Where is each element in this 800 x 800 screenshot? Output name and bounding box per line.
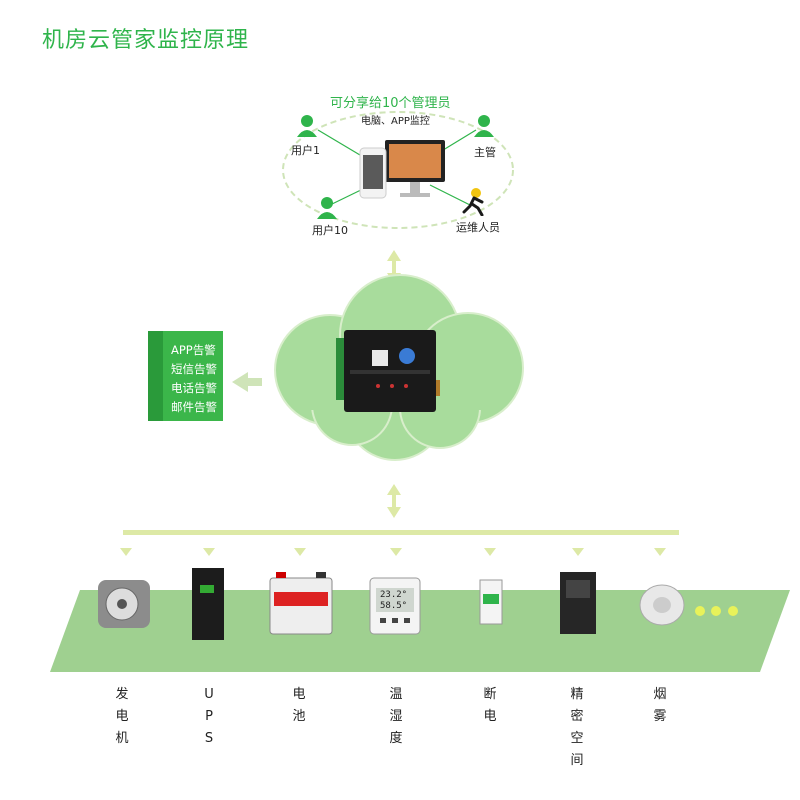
alert-sms: 短信告警 xyxy=(171,362,217,376)
battery-icon xyxy=(269,572,333,635)
phone-and-monitor-icon xyxy=(359,140,445,199)
thermo-hygrometer-icon xyxy=(369,577,421,635)
down-arrow-icons xyxy=(120,548,666,556)
device-label-generator: 发电机 xyxy=(115,687,129,746)
spoke-user10 xyxy=(329,187,366,206)
device-label-power-off: 断电 xyxy=(483,687,497,724)
double-arrow-bottom-icon xyxy=(387,484,401,518)
manager-label: 主管 xyxy=(474,146,496,159)
user1-label: 用户1 xyxy=(291,144,320,157)
dot-2-icon xyxy=(711,606,721,616)
user10-label: 用户10 xyxy=(312,224,348,237)
alert-phone: 电话告警 xyxy=(171,381,217,395)
device-label-battery: 电池 xyxy=(292,687,306,724)
device-label-thermo: 温湿度 xyxy=(389,687,403,746)
alert-box-side xyxy=(148,331,163,421)
ups-icon xyxy=(192,568,224,640)
precision-ac-icon xyxy=(560,572,596,634)
device-label-smoke: 烟雾 xyxy=(653,687,667,724)
distribution-rail xyxy=(123,530,679,535)
spoke-maintenance xyxy=(429,184,471,206)
arrow-left-icon xyxy=(232,372,262,392)
humidity-value: 58.5° xyxy=(380,601,408,611)
gateway-device-icon xyxy=(336,330,440,412)
user10-avatar-icon xyxy=(316,196,338,224)
user1-avatar-icon xyxy=(296,114,318,142)
share-title: 可分享给10个管理员 xyxy=(330,96,451,111)
spoke-user1 xyxy=(317,129,366,159)
manager-avatar-icon xyxy=(473,114,495,142)
sharing-ellipse xyxy=(282,111,514,229)
thermo-display: 23.2° 58.5° xyxy=(380,590,407,612)
alert-app: APP告警 xyxy=(171,343,216,357)
power-off-sensor-icon xyxy=(479,579,503,625)
device-label-precision-ac: 精密空间 xyxy=(570,687,584,768)
page-title: 机房云管家监控原理 xyxy=(42,28,250,53)
temperature-value: 23.2° xyxy=(380,590,408,600)
alert-email: 邮件告警 xyxy=(171,400,217,414)
smoke-detector-icon xyxy=(639,584,685,626)
dot-3-icon xyxy=(728,606,738,616)
alert-box xyxy=(163,331,223,421)
share-subtitle: 电脑、APP监控 xyxy=(361,116,430,127)
dot-1-icon xyxy=(695,606,705,616)
alert-list: APP告警 短信告警 电话告警 邮件告警 xyxy=(171,341,217,417)
maintenance-runner-icon xyxy=(462,188,486,220)
maintenance-label: 运维人员 xyxy=(456,221,500,234)
generator-icon xyxy=(98,580,150,628)
